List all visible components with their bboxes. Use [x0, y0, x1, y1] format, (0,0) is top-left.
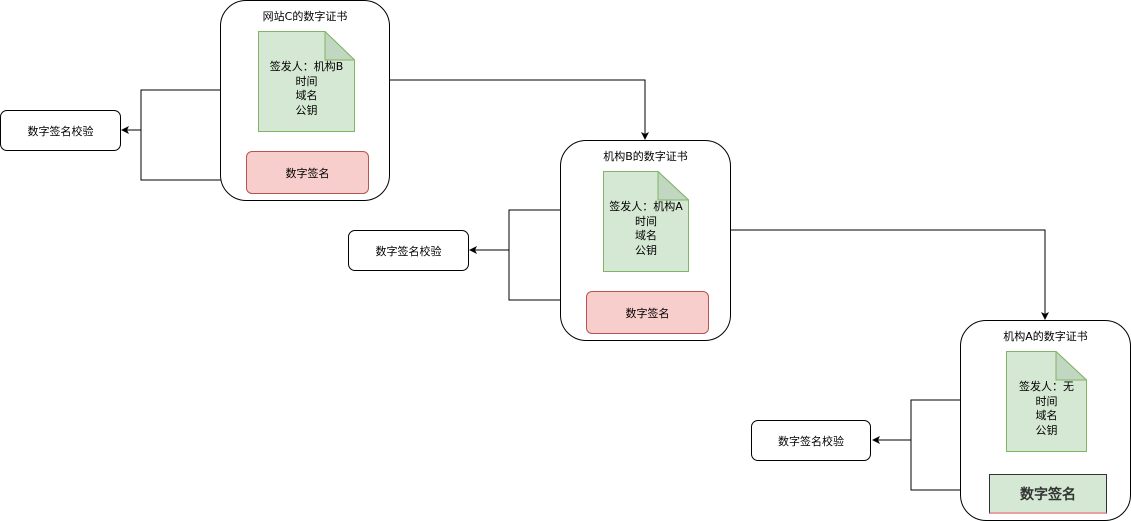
doc-time: 时间	[635, 214, 657, 228]
doc-domain: 域名	[295, 89, 318, 102]
digital-signature[interactable]: 数字签名	[586, 291, 709, 334]
digital-signature[interactable]: 数字签名	[989, 474, 1107, 514]
certificate-title: 机构A的数字证书	[1003, 330, 1088, 343]
document-shape-icon	[258, 31, 355, 132]
signature-verify-box[interactable]: 数字签名校验	[0, 110, 121, 151]
certificate-org-a[interactable]: 机构A的数字证书 签发人：无 时间 域名 公钥 数字签名	[960, 320, 1131, 521]
certificate-title: 机构B的数字证书	[603, 150, 688, 163]
certificate-org-b[interactable]: 机构B的数字证书 签发人：机构A 时间 域名 公钥 数字签名	[560, 140, 731, 341]
doc-domain: 域名	[635, 229, 657, 242]
certificate-document[interactable]: 签发人：机构A 时间 域名 公钥	[603, 171, 689, 272]
certificate-document[interactable]: 签发人：机构B 时间 域名 公钥	[258, 31, 355, 132]
document-shape-icon	[1006, 351, 1087, 452]
doc-public-key: 公钥	[635, 243, 657, 257]
edge-cert-c-to-cert-b	[354, 79, 649, 140]
doc-issuer: 签发人：无	[1019, 380, 1074, 393]
doc-issuer: 签发人：机构B	[269, 60, 344, 73]
certificate-title: 网站C的数字证书	[262, 10, 348, 23]
edge-cert-b-to-cert-a	[688, 229, 1049, 320]
doc-time: 时间	[295, 74, 318, 88]
digital-signature[interactable]: 数字签名	[246, 151, 369, 194]
doc-domain: 域名	[1035, 409, 1058, 422]
document-shape-icon	[603, 171, 689, 272]
doc-time: 时间	[1035, 394, 1058, 408]
doc-public-key: 公钥	[295, 103, 318, 117]
doc-public-key: 公钥	[1035, 423, 1058, 437]
signature-verify-box[interactable]: 数字签名校验	[751, 420, 871, 461]
doc-issuer: 签发人：机构A	[609, 200, 683, 213]
certificate-website-c[interactable]: 网站C的数字证书 签发人：机构B 时间 域名 公钥 数字签名	[220, 0, 390, 201]
signature-verify-box[interactable]: 数字签名校验	[348, 230, 469, 271]
certificate-document[interactable]: 签发人：无 时间 域名 公钥	[1006, 351, 1087, 452]
